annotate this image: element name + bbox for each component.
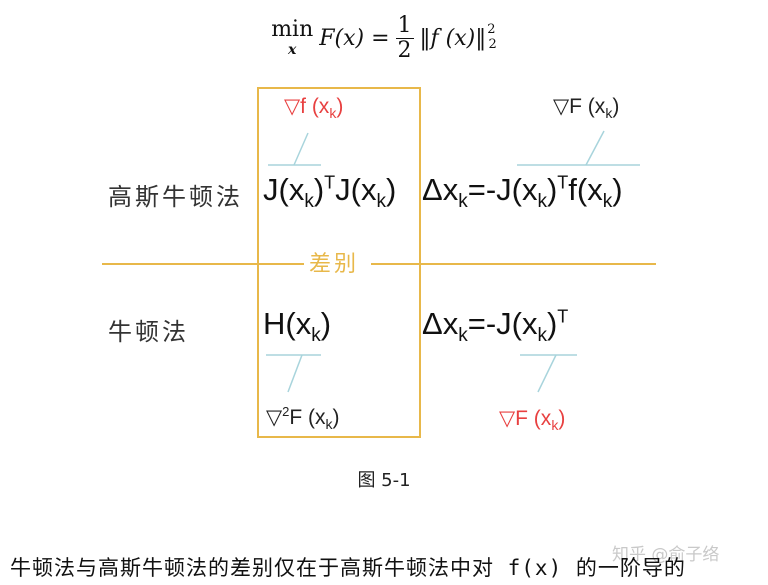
formula-norm: ‖f (x)‖ [419,25,487,51]
divider-line-right [371,263,656,265]
formula-fraction: 1 2 [395,13,414,63]
newton-rhs: Δxk=-J(xk)T [422,306,569,347]
connector-bottom-right-stem [537,354,557,393]
difference-highlight-box [257,87,421,438]
connector-bottom-left-stem [287,354,303,393]
annotation-hessian-F: ▽2F (xk) [266,404,340,433]
annotation-gradient-f: ▽f (xk) [284,95,344,122]
body-paragraph: 牛顿法与高斯牛顿法的差别仅在于高斯牛顿法中对 f(x) 的一阶导的 [10,556,686,580]
connector-top-right-stem [585,130,605,166]
objective-formula: min x F(x) = 1 2 ‖f (x)‖ 2 2 [0,8,768,68]
formula-lhs: F(x) = [319,25,390,51]
gauss-newton-lhs: J(xk)TJ(xk) [263,172,397,213]
label-newton: 牛顿法 [108,318,189,346]
annotation-gradient-F-top: ▽F (xk) [553,95,620,122]
divider-label: 差别 [309,252,360,277]
formula-norm-sup: 2 [487,21,496,37]
gauss-newton-rhs: Δxk=-J(xk)Tf(xk) [422,172,623,213]
newton-lhs: H(xk) [263,306,332,347]
annotation-gradient-F-bottom: ▽F (xk) [499,407,566,434]
label-gauss-newton: 高斯牛顿法 [108,183,243,211]
divider-line-left [102,263,304,265]
formula-norm-sub: 2 [488,36,497,52]
min-operator: min x [271,17,314,58]
connector-top-left-stem [293,132,309,166]
figure-caption: 图 5-1 [357,470,411,491]
watermark: 知乎 @俞子络 [612,545,720,565]
